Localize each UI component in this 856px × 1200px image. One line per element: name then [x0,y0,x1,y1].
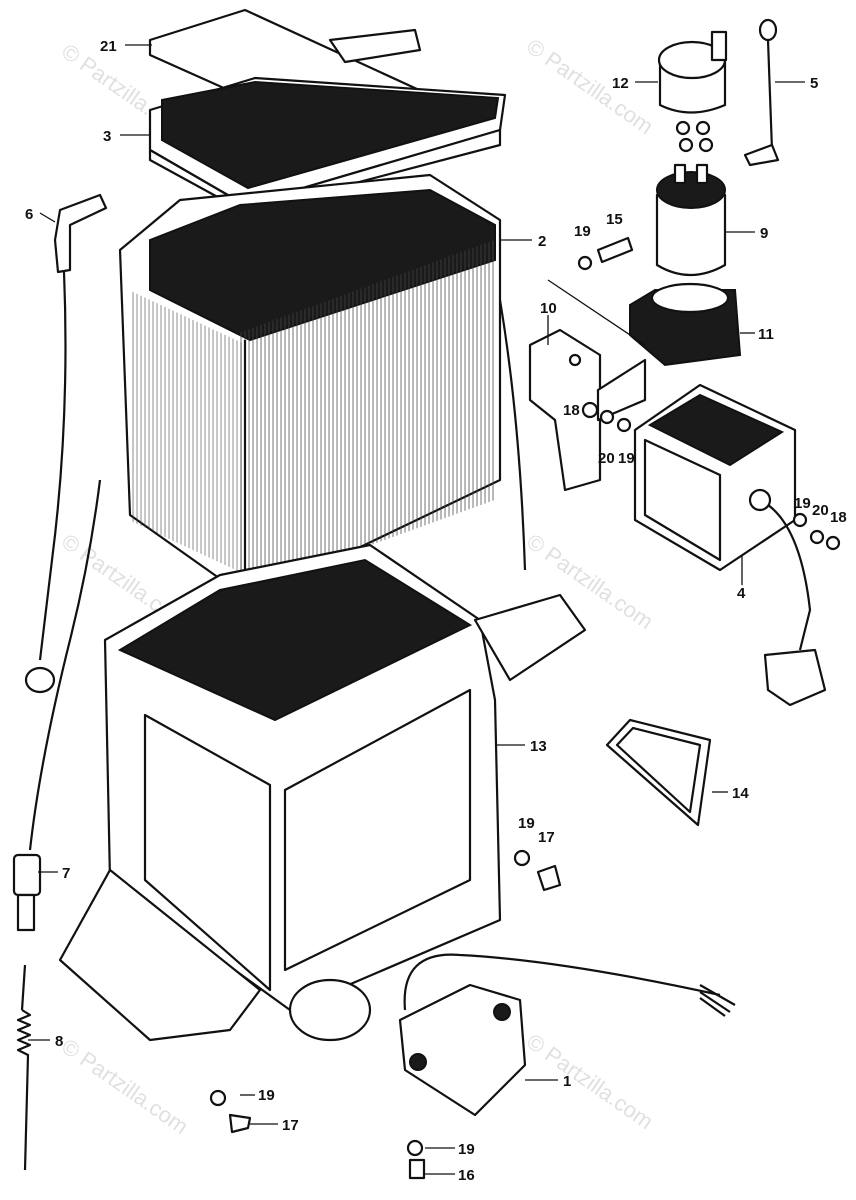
watermark-5: © Partzilla.com [57,1034,193,1140]
callout-13: 13 [530,738,547,755]
callout-12: 12 [612,75,629,92]
callout-19-a: 19 [574,223,591,240]
callout-18-a: 18 [563,402,580,419]
leader-lines [28,44,805,1081]
switch-cable-part-7[interactable] [12,479,102,932]
regulator-part-4[interactable] [633,383,827,707]
callout-leaders-small [240,1094,455,1175]
watermark-6: © Partzilla.com [522,1029,658,1135]
bracket-part-10[interactable] [528,328,647,492]
callout-7: 7 [62,865,70,882]
callout-4: 4 [737,585,746,602]
callouts: 21 3 6 2 12 5 19 15 9 10 11 18 20 19 19 … [25,38,847,1184]
starter-relay-part-9[interactable] [655,163,727,276]
callout-18-b: 18 [830,509,847,526]
callout-3: 3 [103,128,111,145]
cap-part-12[interactable] [657,30,728,153]
rubber-mount-part-11[interactable] [629,282,742,367]
callout-19-d: 19 [518,815,535,832]
callout-19-f: 19 [458,1141,475,1158]
callout-19-e: 19 [258,1087,275,1104]
callout-20-b: 20 [812,502,829,519]
battery-part-2[interactable] [118,173,527,602]
rectifier-part-1[interactable] [398,953,736,1117]
callout-19-c: 19 [794,495,811,512]
watermark-2: © Partzilla.com [522,34,658,140]
callout-17-b: 17 [282,1117,299,1134]
callout-2: 2 [538,233,546,250]
callout-14: 14 [732,785,749,802]
battery-cable-part-6[interactable] [24,193,108,694]
callout-19-b: 19 [618,450,635,467]
callout-11: 11 [758,326,774,343]
callout-17-a: 17 [538,829,555,846]
fasteners [209,236,841,1180]
callout-20-a: 20 [598,450,615,467]
callout-16: 16 [458,1167,475,1184]
callout-10: 10 [540,300,557,317]
callout-15: 15 [606,211,623,228]
callout-1: 1 [563,1073,571,1090]
callout-5: 5 [810,75,818,92]
cable-part-5[interactable] [743,18,780,167]
spring-part-8[interactable] [16,964,32,1171]
callout-8: 8 [55,1033,63,1050]
gasket-part-14[interactable] [605,718,712,827]
callout-21: 21 [100,38,117,55]
battery-box-part-13[interactable] [58,543,587,1042]
callout-9: 9 [760,225,768,242]
battery-cover-part-3[interactable] [148,76,507,214]
callout-6: 6 [25,206,33,223]
